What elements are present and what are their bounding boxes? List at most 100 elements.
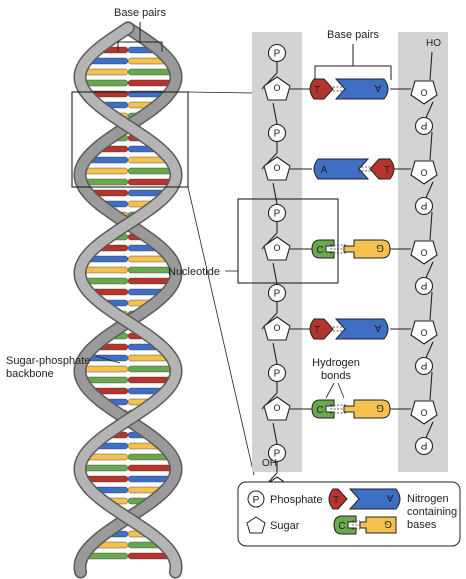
legend-phosphate-symbol: P (253, 495, 260, 506)
base-letter: C (316, 405, 323, 416)
phosphate-symbol: P (274, 449, 281, 460)
phosphate-icon (267, 123, 287, 143)
zoom-line-bottom (187, 186, 255, 476)
phosphate-icon (267, 43, 287, 63)
sugar-oxygen-label: O (420, 408, 427, 418)
legend-phosphate-label: Phosphate (270, 494, 323, 506)
zoom-line-top (187, 91, 255, 94)
phosphate-symbol: P (274, 129, 281, 140)
backbone-link (429, 211, 433, 241)
sugar-icon-right (410, 400, 438, 425)
hydrogen-bonds-pointer-a (325, 382, 335, 399)
backbone-link (429, 291, 433, 321)
phosphate-icon (414, 116, 434, 136)
backbone-label-line1: Sugar-phosphate (6, 355, 90, 367)
base-letter: A (374, 322, 381, 333)
phosphate-icon (414, 356, 434, 376)
ho-label: HO (426, 38, 441, 49)
helix-strand (75, 23, 181, 577)
phosphate-icon (414, 196, 434, 216)
backbone-label-line2: backbone (6, 368, 54, 380)
backbone-link (429, 131, 433, 161)
base-A (334, 318, 389, 340)
backbone-link (429, 371, 433, 401)
helix-strands (73, 21, 183, 579)
sugar-oxygen-label: O (420, 168, 427, 178)
base-G (343, 399, 391, 419)
backbone-strands: OPOPOPOPOPOPOPOPOPOPOP (261, 43, 438, 532)
phosphate-icon (267, 203, 287, 223)
nucleotide-label: Nucleotide (168, 266, 220, 278)
sugar-icon-left (263, 236, 291, 261)
legend-box (237, 481, 461, 547)
sugar-icon-left (263, 156, 291, 181)
phosphate-symbol: P (274, 289, 281, 300)
base-pairs-right-label: Base pairs (327, 29, 379, 41)
base-letter: A (386, 492, 393, 503)
legend-sugar-icon (246, 516, 266, 534)
legend-bases-line1: Nitrogen (407, 493, 449, 505)
phosphate-symbol: P (274, 209, 281, 220)
helix-rung-half (127, 365, 177, 373)
base-letter: A (374, 82, 381, 93)
phosphate-icon (267, 443, 287, 463)
base-G (343, 239, 391, 259)
helix-rung-half (79, 464, 129, 472)
phosphate-symbol: P (274, 369, 281, 380)
nucleotide-box (237, 198, 339, 284)
base-letter: C (338, 521, 345, 532)
sugar-icon-right (410, 80, 438, 105)
backbone-pointer (95, 355, 121, 364)
base-T (369, 158, 395, 180)
helix-zoom-box (71, 91, 189, 188)
sugar-oxygen-label: O (273, 403, 280, 413)
base-letter: G (376, 242, 384, 253)
base-A (334, 78, 389, 100)
sugar-oxygen-label: O (273, 323, 280, 333)
dna-double-helix (73, 21, 183, 579)
phosphate-symbol: P (420, 280, 427, 291)
sugar-icon-right (410, 160, 438, 185)
backbone-link (272, 182, 278, 205)
base-pairs-top-bracket (117, 22, 163, 52)
sugar-icon-right (410, 320, 438, 345)
base-letter: T (314, 325, 320, 336)
legend-bases-line2: containing (407, 506, 457, 518)
backbone-link (272, 342, 278, 365)
backbone-link (429, 51, 433, 81)
base-A (348, 488, 401, 510)
base-T (309, 78, 334, 100)
base-C (311, 399, 335, 419)
base-pairs-top-label: Base pairs (114, 7, 166, 19)
base-letter: T (314, 85, 320, 96)
helix-rung-half (127, 464, 177, 472)
base-letter: G (376, 402, 384, 413)
base-letter: A (321, 165, 328, 176)
sugar-icon-left (263, 396, 291, 421)
base-C (333, 515, 357, 535)
sugar-oxygen-label: O (420, 248, 427, 258)
legend-phosphate-icon (247, 490, 265, 508)
phosphate-icon (267, 283, 287, 303)
base-T (309, 318, 334, 340)
phosphate-symbol: P (420, 440, 427, 451)
phosphate-icon (267, 363, 287, 383)
backbone-link (272, 262, 278, 285)
legend-bases-line3: bases (407, 519, 437, 531)
sugar-oxygen-label: O (273, 163, 280, 173)
helix-strand (75, 23, 181, 577)
base-letter: C (316, 245, 323, 256)
base-C (311, 239, 335, 259)
oh-label: OH (262, 458, 277, 469)
backbone-link (272, 422, 278, 445)
sugar-oxygen-label: O (273, 83, 280, 93)
base-pairs-right-bracket (314, 44, 392, 80)
sugar-oxygen-label: O (420, 88, 427, 98)
backbone-link (272, 102, 278, 125)
